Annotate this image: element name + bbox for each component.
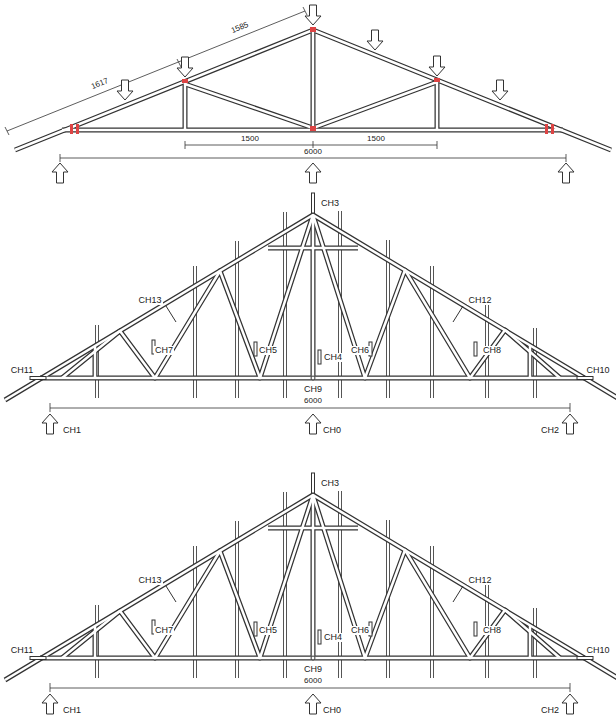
channel-label: CH9 <box>303 385 323 394</box>
channel-label: CH10 <box>585 366 610 375</box>
dimension-lines <box>5 7 566 162</box>
channel-label: CH6 <box>350 346 370 355</box>
dimension-label: 1585 <box>229 21 250 36</box>
channel-label: CH2 <box>540 706 560 715</box>
channel-label: CH5 <box>258 346 278 355</box>
test-truss-2 <box>5 473 616 714</box>
channel-label: CH3 <box>320 199 340 208</box>
dimension-label: 1500 <box>240 135 260 143</box>
joint-plates <box>70 27 554 134</box>
dimension-label: 6000 <box>303 397 323 405</box>
dimension-label: 1617 <box>89 77 110 92</box>
channel-label: CH1 <box>62 426 82 435</box>
test-truss-1 <box>5 193 616 434</box>
channel-label: CH9 <box>303 665 323 674</box>
dimension-label: 1500 <box>366 135 386 143</box>
channel-label: CH6 <box>350 626 370 635</box>
channel-label: CH12 <box>467 576 492 585</box>
channel-label: CH12 <box>467 296 492 305</box>
channel-label: CH10 <box>585 646 610 655</box>
channel-label: CH11 <box>10 646 34 655</box>
channel-label: CH8 <box>482 346 502 355</box>
channel-label: CH11 <box>10 366 34 375</box>
channel-label: CH4 <box>323 633 343 642</box>
channel-label: CH5 <box>258 626 278 635</box>
channel-label: CH3 <box>320 479 340 488</box>
top-truss <box>5 5 611 183</box>
channel-label: CH8 <box>482 626 502 635</box>
channel-label: CH7 <box>154 346 174 355</box>
channel-label: CH13 <box>137 576 162 585</box>
load-arrows <box>117 5 508 100</box>
channel-label: CH1 <box>62 706 82 715</box>
dimension-label: 6000 <box>303 148 323 156</box>
channel-label: CH0 <box>322 426 342 435</box>
channel-label: CH13 <box>137 296 162 305</box>
support-arrows <box>52 163 574 183</box>
channel-label: CH7 <box>154 626 174 635</box>
channel-label: CH2 <box>540 426 560 435</box>
channel-label: CH0 <box>322 706 342 715</box>
channel-label: CH4 <box>323 353 343 362</box>
dimension-label: 6000 <box>303 677 323 685</box>
